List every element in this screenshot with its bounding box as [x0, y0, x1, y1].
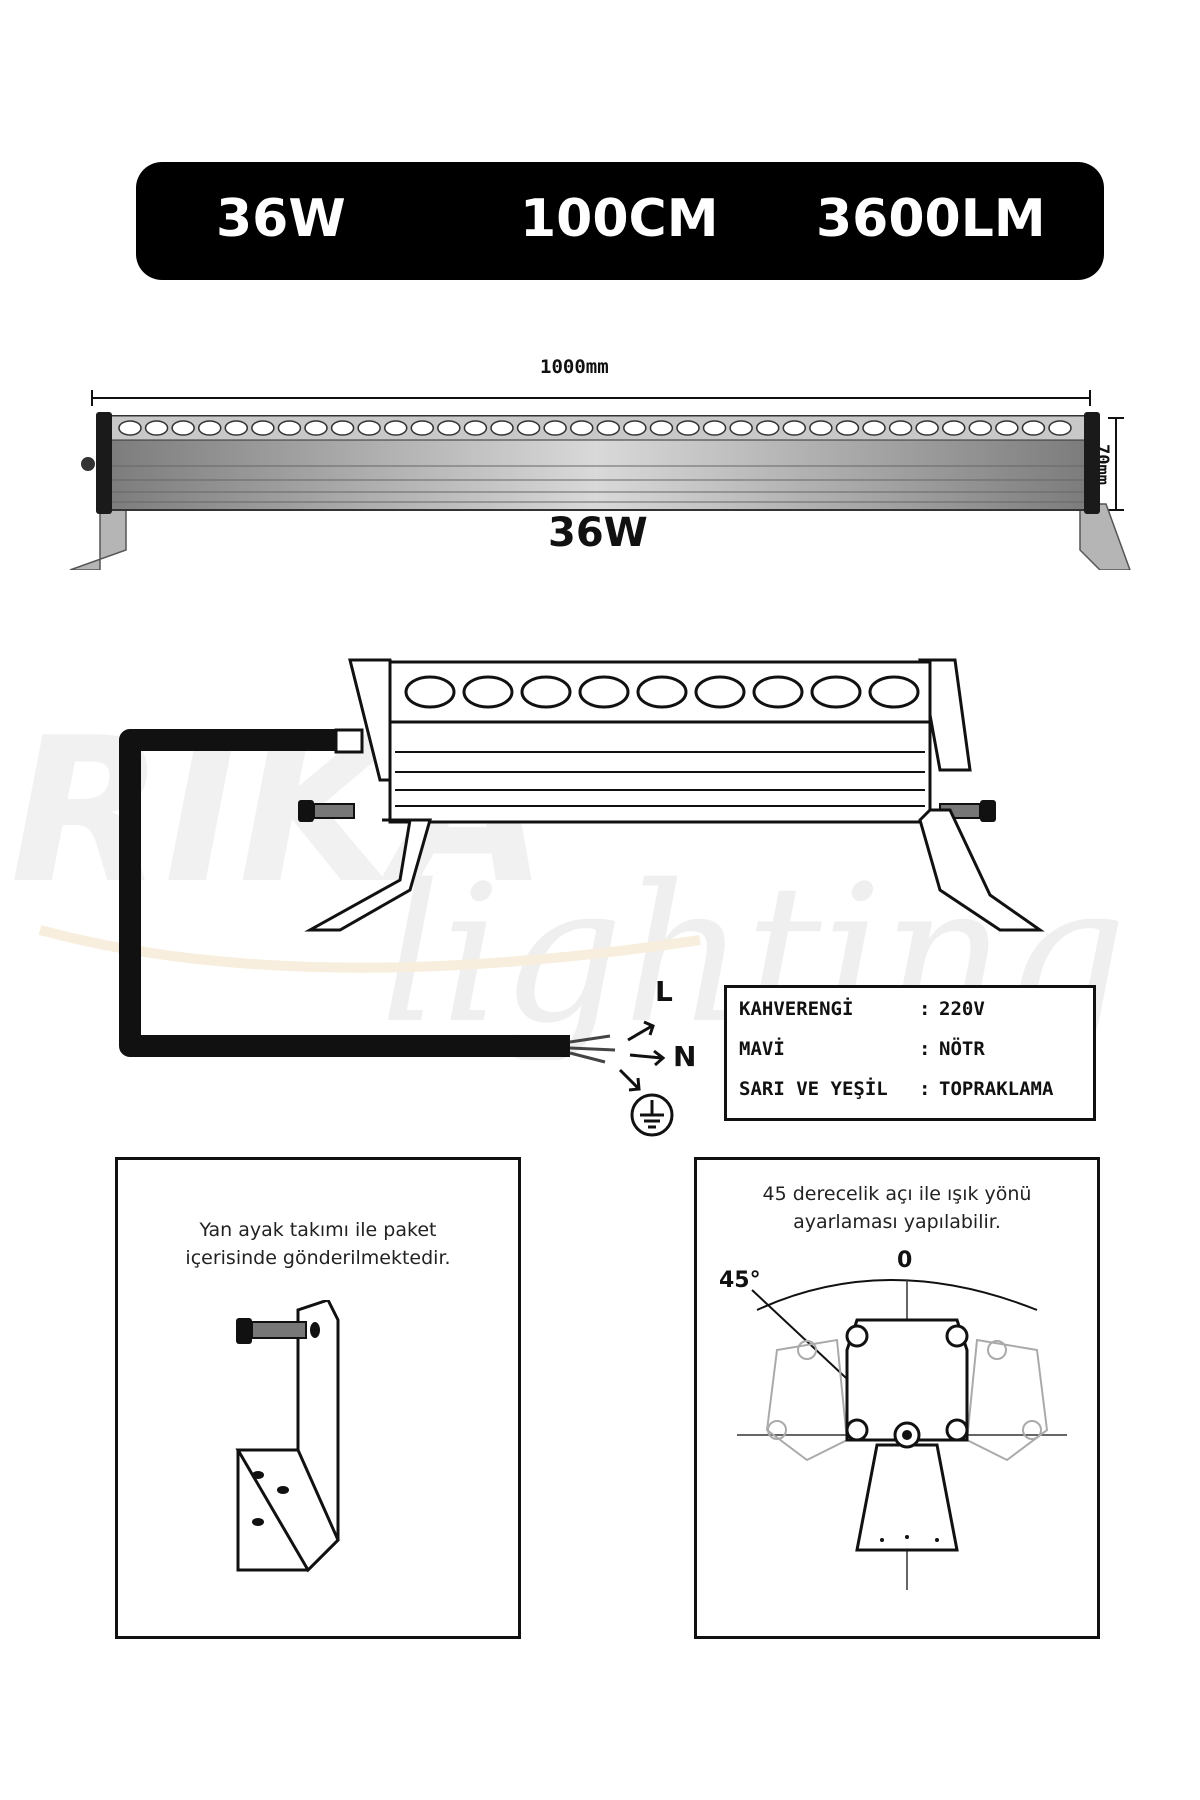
led-lens	[410, 420, 435, 436]
led-lens	[862, 420, 886, 436]
led-lens	[810, 675, 862, 709]
spec-length: 100CM	[520, 189, 719, 249]
led-lens	[729, 420, 753, 436]
wire-color-legend: KAHVERENGİ : 220V MAVİ : NÖTR SARI VE YE…	[724, 985, 1096, 1121]
wiring-drawing	[119, 658, 1045, 1137]
side-bracket-drawing	[235, 1300, 340, 1573]
led-lens	[694, 675, 746, 709]
led-lens	[1048, 420, 1072, 436]
angle-note-line1: 45 derecelik açı ile ışık yönü	[762, 1183, 1032, 1205]
led-lens	[968, 420, 993, 436]
led-lens	[463, 420, 488, 436]
led-lens	[868, 675, 920, 709]
angle-panel: 45 derecelik açı ile ışık yönü ayarlamas…	[694, 1157, 1100, 1639]
led-lens	[623, 420, 647, 436]
bracket-panel: Yan ayak takımı ile paket içerisinde gön…	[115, 1157, 521, 1639]
led-lens	[995, 420, 1019, 436]
terminal-live: L	[655, 975, 673, 1008]
tilt-angle-drawing	[737, 1279, 1067, 1590]
legend-row: KAHVERENGİ : 220V	[739, 998, 985, 1020]
angle-note-line2: ayarlaması yapılabilir.	[793, 1211, 1001, 1233]
led-lens	[171, 420, 195, 436]
led-lens	[543, 420, 567, 436]
led-lens	[516, 420, 541, 436]
spec-bar: 36W 100CM 3600LM	[136, 162, 1104, 280]
ground-icon	[630, 1093, 674, 1137]
led-lens	[197, 420, 222, 436]
led-lens	[520, 675, 572, 709]
led-lens	[490, 420, 514, 436]
led-lens	[596, 420, 621, 436]
led-lens	[304, 420, 328, 436]
power-label: 36W	[548, 510, 648, 556]
width-dimension-label: 1000mm	[540, 356, 609, 378]
led-lens	[251, 420, 275, 436]
led-lens	[941, 420, 966, 436]
bracket-note-line1: Yan ayak takımı ile paket	[199, 1219, 437, 1241]
led-lens	[357, 420, 381, 436]
angle-45-label: 45°	[719, 1268, 761, 1293]
led-lens	[277, 420, 302, 436]
legend-row: MAVİ : NÖTR	[739, 1038, 985, 1060]
spec-lumens: 3600LM	[816, 189, 1046, 249]
led-lens	[676, 420, 700, 436]
led-lens	[383, 420, 408, 436]
led-lens	[224, 420, 249, 436]
led-lens	[809, 420, 833, 436]
led-lens	[702, 420, 727, 436]
led-lens	[915, 420, 939, 436]
perspective-led-row	[404, 675, 920, 709]
angle-zero-label: 0	[897, 1248, 913, 1273]
led-lens	[888, 420, 913, 436]
led-lens	[144, 420, 169, 436]
front-led-row	[118, 420, 1072, 436]
led-lens	[404, 675, 456, 709]
led-lens	[752, 675, 804, 709]
led-lens	[437, 420, 461, 436]
product-front-drawing	[69, 390, 1131, 570]
led-lens	[569, 420, 594, 436]
led-lens	[578, 675, 630, 709]
led-lens	[636, 675, 688, 709]
led-lens	[782, 420, 807, 436]
legend-row: SARI VE YEŞİL : TOPRAKLAMA	[739, 1078, 1054, 1100]
led-lens	[330, 420, 355, 436]
led-lens	[755, 420, 780, 436]
spec-wattage: 36W	[216, 189, 346, 249]
led-lens	[835, 420, 860, 436]
bracket-note-line2: içerisinde gönderilmektedir.	[185, 1247, 451, 1269]
led-lens	[649, 420, 674, 436]
led-lens	[1021, 420, 1046, 436]
led-lens	[118, 420, 142, 436]
terminal-neutral: N	[673, 1040, 697, 1073]
led-lens	[462, 675, 514, 709]
